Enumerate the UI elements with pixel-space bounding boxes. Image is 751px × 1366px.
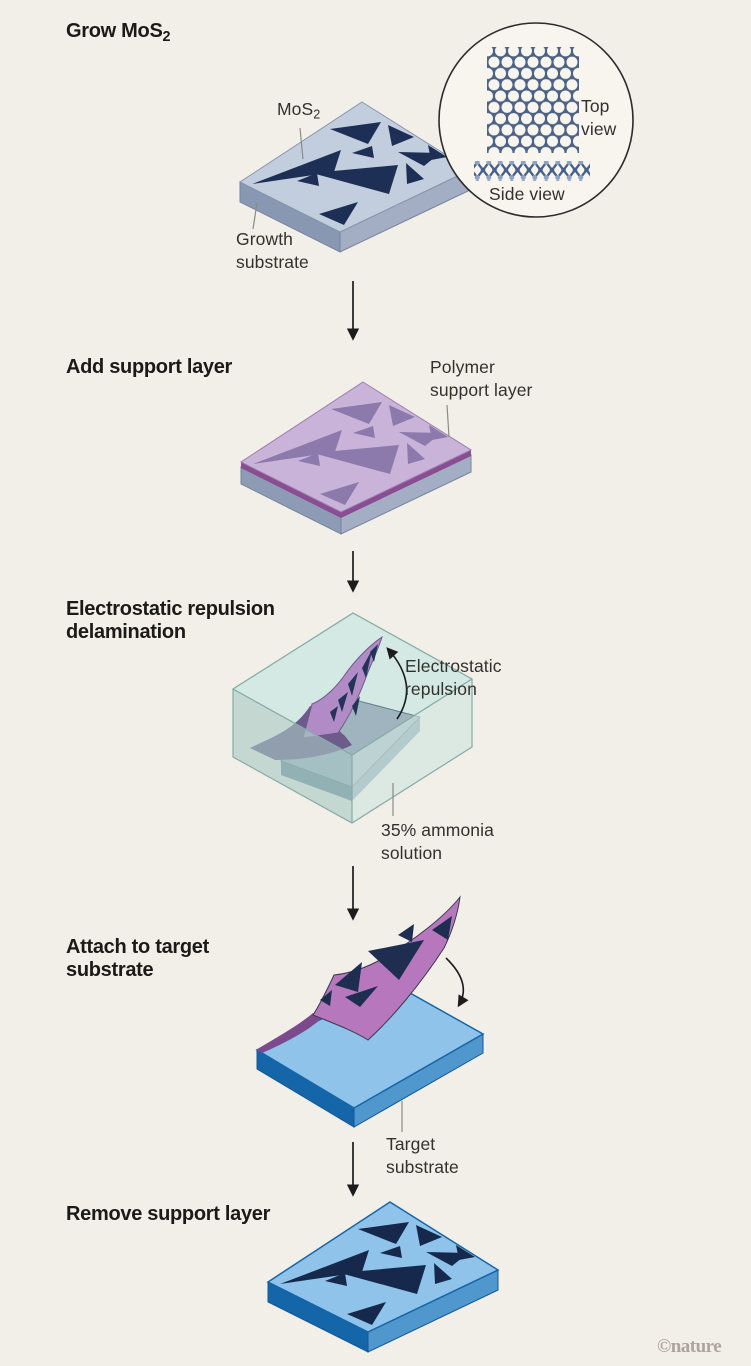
side-view-lattice-icon	[474, 161, 590, 181]
step2-title: Add support layer	[66, 356, 233, 378]
growth-substrate-leader-line	[252, 202, 258, 230]
polymer-leader-line	[446, 404, 450, 438]
target-substrate-label: Target substrate	[386, 1134, 459, 1177]
target-substrate-slab	[255, 983, 485, 1128]
mos2-leader-line	[299, 127, 304, 160]
blade-flakes	[330, 644, 378, 722]
final-substrate-slab	[266, 1201, 500, 1353]
top-view-lattice-icon	[487, 47, 579, 153]
support-film-transfer	[256, 895, 461, 1053]
repulsion-curved-arrow	[386, 647, 408, 720]
growth-substrate-slab	[238, 101, 472, 253]
film-underside	[256, 1013, 322, 1053]
film-flakes	[320, 916, 452, 1007]
step4-title: Attach to target substrate	[66, 936, 209, 981]
step1-title: Grow MoS2	[66, 20, 171, 46]
top-view-label: Top view	[581, 96, 617, 139]
nature-credit: ©nature	[657, 1336, 722, 1357]
step3-title: Electrostatic repulsion delamination	[66, 598, 275, 643]
step1-title-sub: 2	[162, 29, 171, 46]
step5-title: Remove support layer	[66, 1203, 271, 1225]
polymer-support-label: Polymer support layer	[430, 357, 533, 400]
side-view-label: Side view	[489, 184, 565, 204]
polymer-coated-slab	[239, 381, 473, 535]
attach-curved-arrow	[445, 957, 469, 1008]
mos2-label: MoS2	[277, 99, 321, 122]
ammonia-solution-label: 35% ammonia solution	[381, 820, 494, 863]
ammonia-bath	[232, 612, 473, 824]
electrostatic-repulsion-label: Electrostatic repulsion	[405, 656, 502, 699]
growth-substrate-label: Growth substrate	[236, 229, 309, 272]
support-film-blade	[302, 635, 383, 739]
step1-title-text: Grow MoS	[66, 20, 163, 42]
lattice-inset	[438, 22, 634, 218]
